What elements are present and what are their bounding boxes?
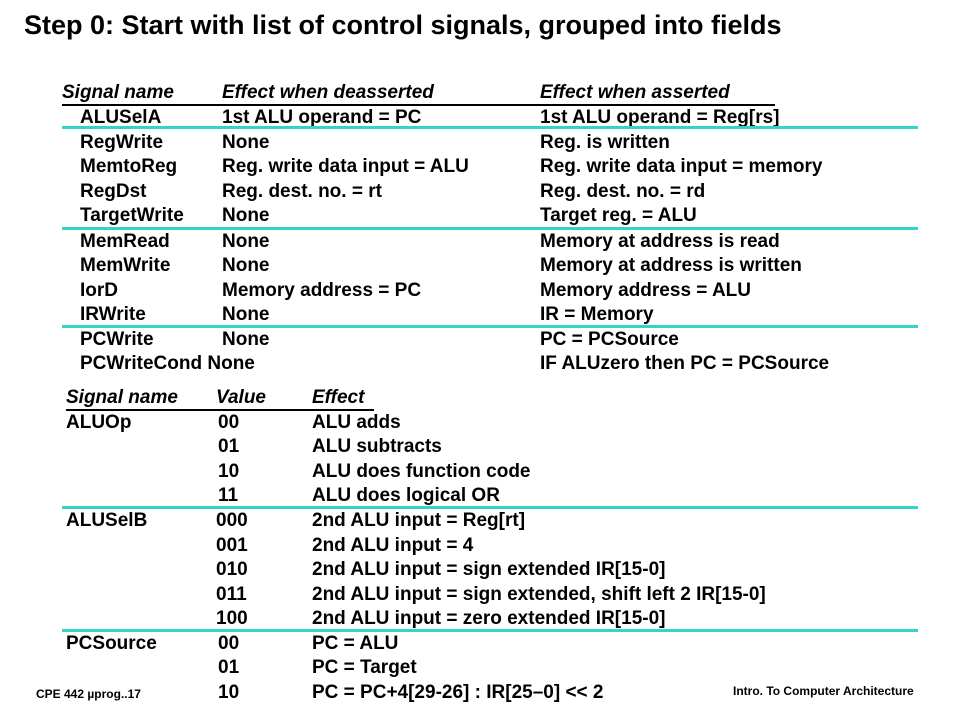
asserted-effect: Reg. dest. no. = rd — [540, 181, 706, 202]
signal-name: MemtoReg — [80, 156, 178, 177]
field-effect: PC = PC+4[29-26] : IR[25–0] << 2 — [312, 682, 604, 703]
asserted-effect: IR = Memory — [540, 304, 654, 325]
asserted-effect: Memory at address is read — [540, 231, 780, 252]
field-name: PCSource — [66, 633, 157, 654]
header-signal-name: Signal name — [66, 387, 178, 408]
header-deasserted: Effect when deasserted — [222, 82, 434, 103]
field-effect: ALU adds — [312, 412, 401, 433]
footer-subject: Intro. To Computer Architecture — [733, 684, 914, 698]
deasserted-effect: Memory address = PC — [222, 280, 422, 301]
group-divider — [62, 126, 918, 129]
field-name: ALUOp — [66, 412, 132, 433]
header-signal-name: Signal name — [62, 82, 174, 103]
field-value: 01 — [218, 436, 240, 457]
header-value: Value — [216, 387, 266, 408]
field-value: 11 — [218, 485, 239, 506]
group-divider — [62, 325, 918, 328]
deasserted-effect: 1st ALU operand = PC — [222, 107, 422, 128]
footer-course: CPE 442 µprog..17 — [36, 687, 141, 701]
field-value: 010 — [216, 559, 248, 580]
asserted-effect: Target reg. = ALU — [540, 205, 697, 226]
signal-name: IRWrite — [80, 304, 146, 325]
asserted-effect: 1st ALU operand = Reg[rs] — [540, 107, 780, 128]
field-effect: PC = Target — [312, 657, 417, 678]
field-value: 10 — [218, 682, 240, 703]
field-value: 011 — [216, 584, 247, 605]
field-effect: 2nd ALU input = 4 — [312, 535, 474, 556]
field-effect: PC = ALU — [312, 633, 399, 654]
header-underline — [62, 104, 775, 106]
signal-name: RegDst — [80, 181, 147, 202]
group-divider — [62, 629, 918, 632]
deasserted-effect: None — [222, 231, 270, 252]
asserted-effect: Reg. write data input = memory — [540, 156, 823, 177]
header-asserted: Effect when asserted — [540, 82, 730, 103]
signal-name: MemWrite — [80, 255, 171, 276]
signal-name: IorD — [80, 280, 118, 301]
deasserted-effect: None — [222, 304, 270, 325]
deasserted-effect: None — [222, 205, 270, 226]
signal-name: PCWriteCond None — [80, 353, 255, 374]
deasserted-effect: Reg. write data input = ALU — [222, 156, 469, 177]
group-divider — [62, 227, 918, 230]
field-value: 000 — [216, 510, 248, 531]
field-value: 100 — [216, 608, 248, 629]
signal-name: RegWrite — [80, 132, 164, 153]
header-effect: Effect — [312, 387, 365, 408]
field-name: ALUSelB — [66, 510, 148, 531]
field-value: 00 — [218, 412, 240, 433]
field-effect: ALU does function code — [312, 461, 531, 482]
field-effect: 2nd ALU input = sign extended, shift lef… — [312, 584, 766, 605]
header-underline — [66, 409, 374, 411]
asserted-effect: Reg. is written — [540, 132, 670, 153]
signal-name: MemRead — [80, 231, 170, 252]
field-effect: 2nd ALU input = zero extended IR[15-0] — [312, 608, 666, 629]
deasserted-effect: Reg. dest. no. = rt — [222, 181, 382, 202]
field-effect: ALU subtracts — [312, 436, 442, 457]
signal-name: PCWrite — [80, 329, 154, 350]
deasserted-effect: None — [222, 329, 270, 350]
field-value: 00 — [218, 633, 240, 654]
slide-title: Step 0: Start with list of control signa… — [24, 10, 782, 40]
asserted-effect: IF ALUzero then PC = PCSource — [540, 353, 830, 374]
signal-name: TargetWrite — [80, 205, 184, 226]
field-effect: 2nd ALU input = sign extended IR[15-0] — [312, 559, 666, 580]
field-value: 001 — [216, 535, 248, 556]
deasserted-effect: None — [222, 132, 270, 153]
field-value: 10 — [218, 461, 240, 482]
field-effect: 2nd ALU input = Reg[rt] — [312, 510, 526, 531]
group-divider — [62, 506, 918, 509]
field-effect: ALU does logical OR — [312, 485, 500, 506]
asserted-effect: Memory at address is written — [540, 255, 802, 276]
deasserted-effect: None — [222, 255, 270, 276]
asserted-effect: PC = PCSource — [540, 329, 679, 350]
signal-name: ALUSelA — [80, 107, 162, 128]
field-value: 01 — [218, 657, 240, 678]
asserted-effect: Memory address = ALU — [540, 280, 752, 301]
